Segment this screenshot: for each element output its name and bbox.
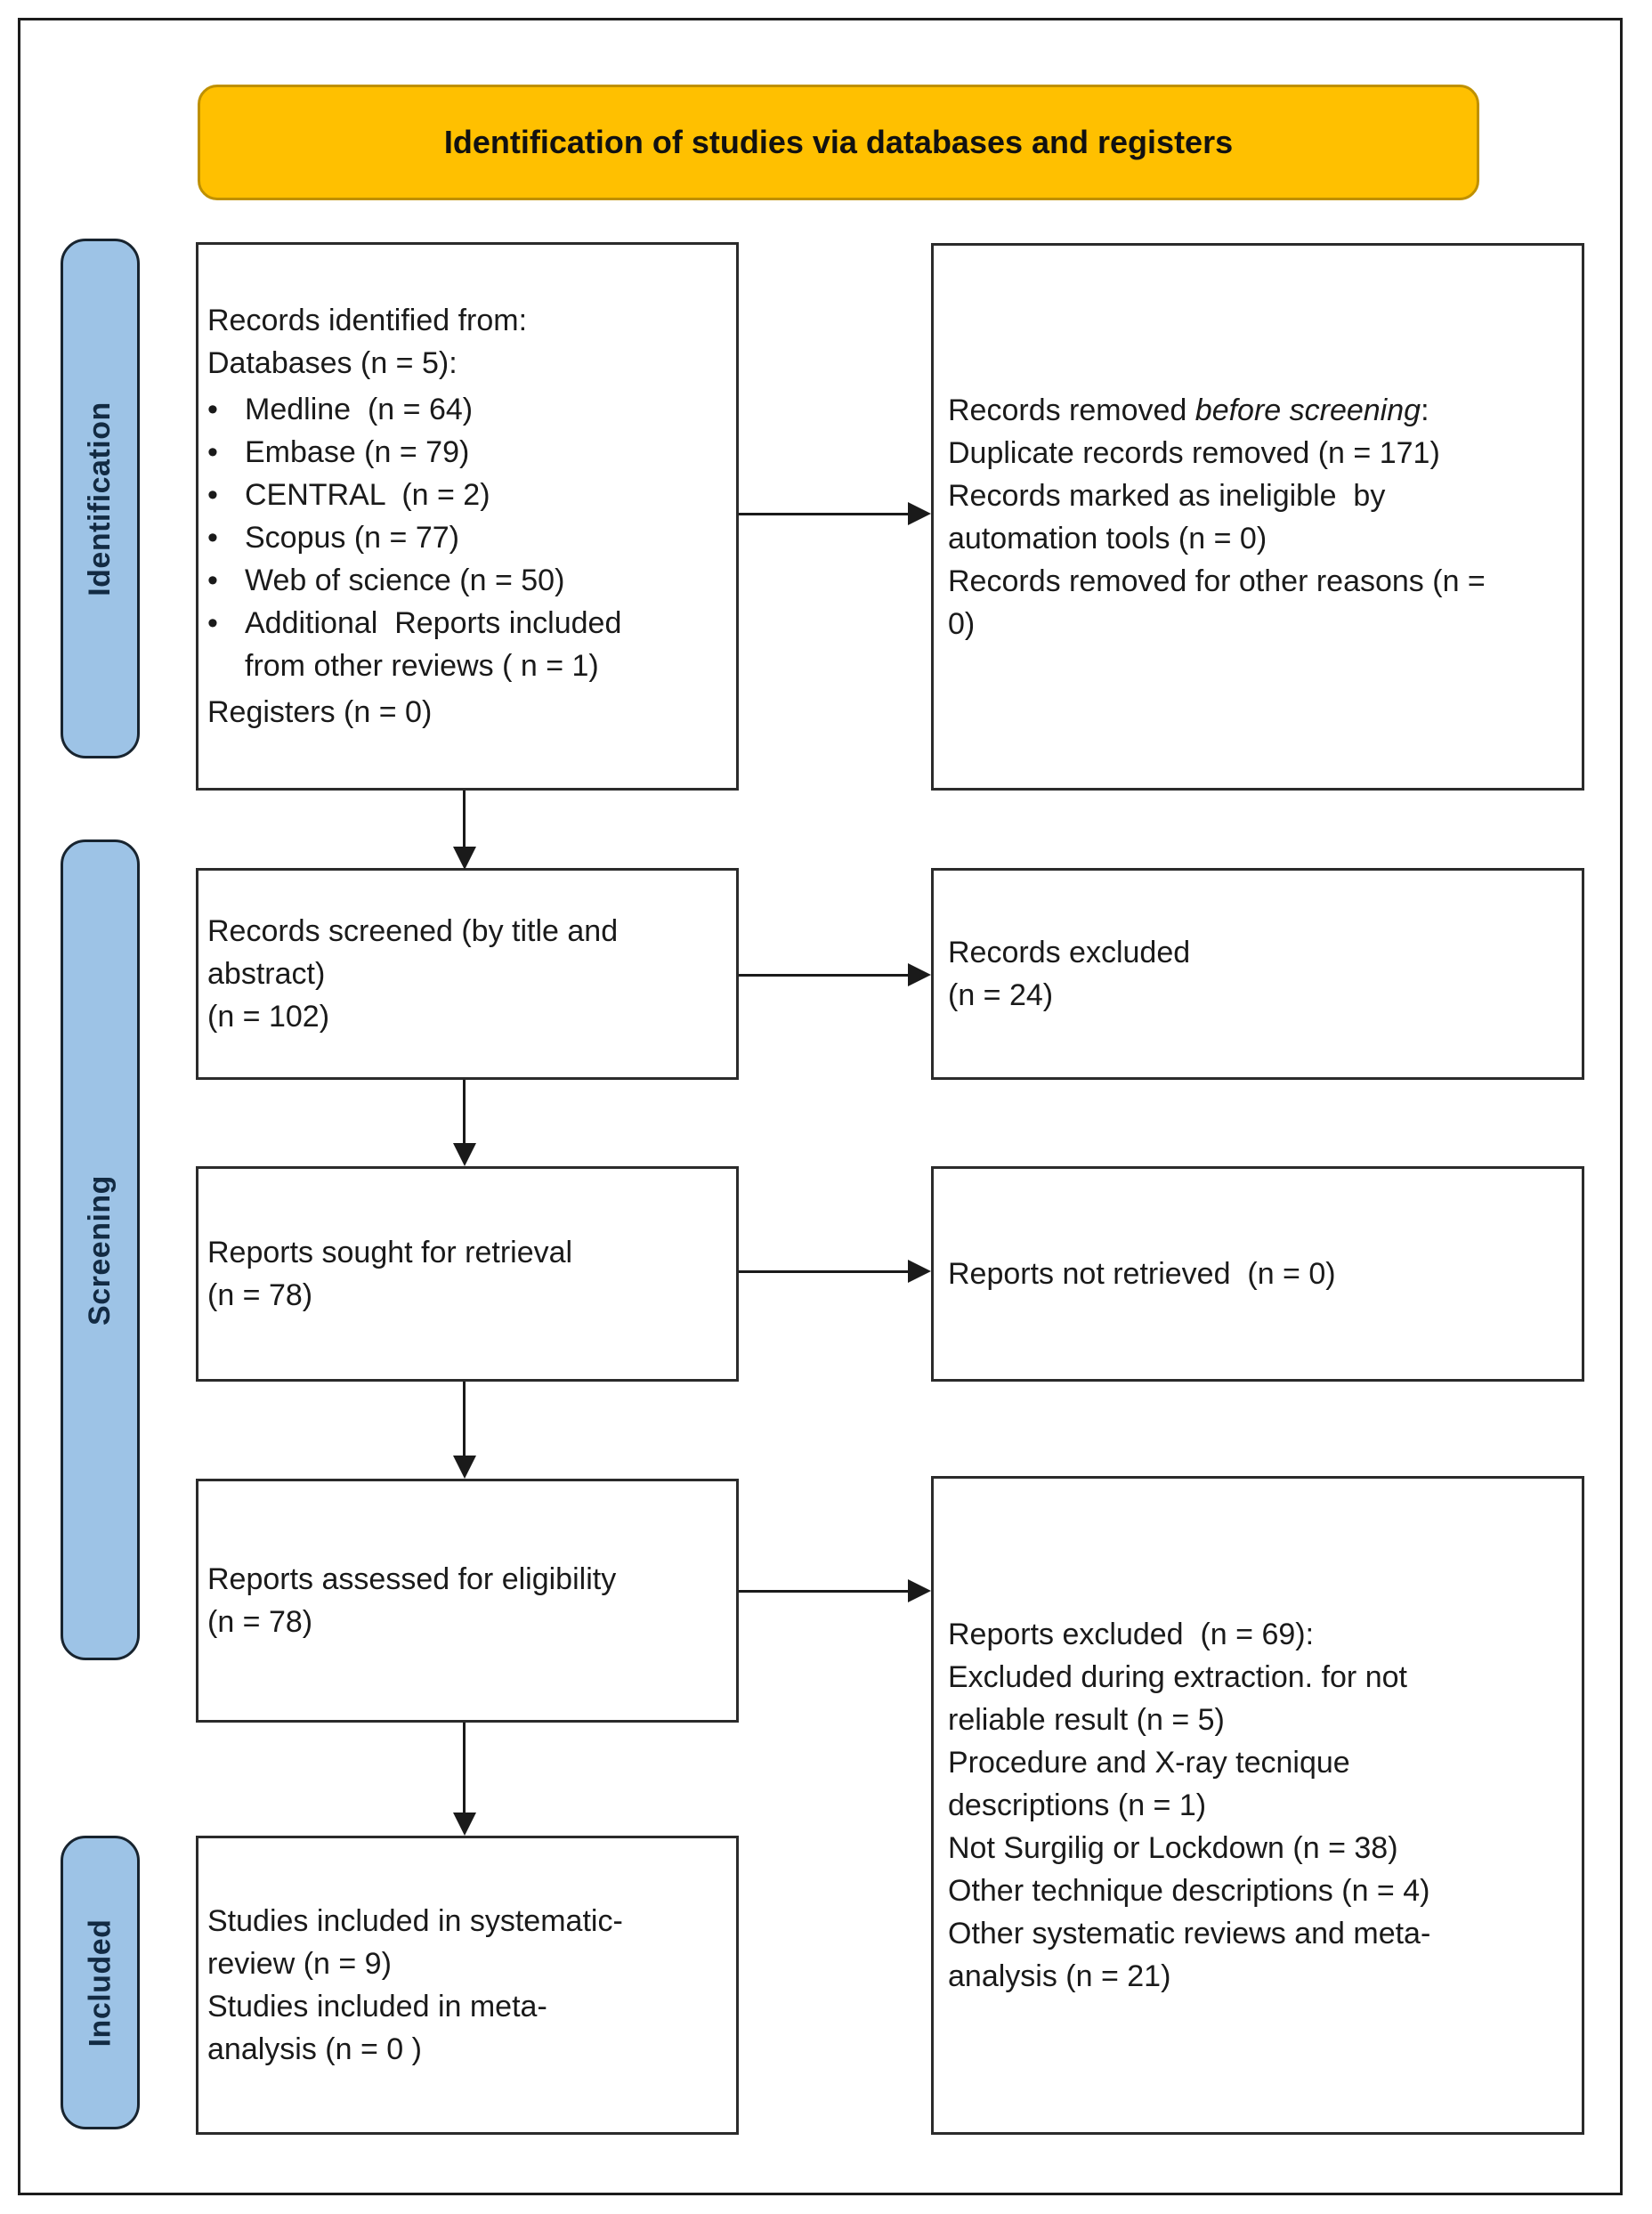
reports-sought-text: Reports sought for retrieval xyxy=(207,1236,573,1269)
stage-label-text: Included xyxy=(83,1918,117,2047)
reports-sought-count: (n = 78) xyxy=(207,1278,313,1312)
reports-assessed-text: Reports assessed for eligibility xyxy=(207,1562,617,1596)
records-removed-lead-italic: before screening xyxy=(1194,393,1421,427)
box-records-identified: Records identified from: Databases (n = … xyxy=(196,242,739,791)
ineligible-automation-text: Records marked as ineligible by automati… xyxy=(948,478,1394,556)
list-item-text: Embase (n = 79) xyxy=(245,435,470,469)
records-excluded-text: Records excluded xyxy=(948,936,1191,969)
list-item: • Additional Reports included from other… xyxy=(207,602,647,687)
box-records-excluded: Records excluded (n = 24) xyxy=(931,868,1584,1080)
diagram-title: Identification of studies via databases … xyxy=(443,124,1234,160)
arrow-right-identification xyxy=(739,513,910,515)
arrow-down-to-screened xyxy=(463,791,466,847)
list-item-text: Medline (n = 64) xyxy=(245,393,474,426)
list-item: • Scopus (n = 77) xyxy=(207,516,647,559)
box-reports-excluded: Reports excluded (n = 69): Excluded duri… xyxy=(931,1476,1584,2135)
page-border xyxy=(18,18,1623,2195)
list-item-text: Additional Reports included from other r… xyxy=(245,606,630,683)
removed-other-reasons-text: Records removed for other reasons (n = 0… xyxy=(948,564,1494,641)
bullet-icon: • xyxy=(207,393,218,426)
arrow-down-to-sought xyxy=(463,1080,466,1143)
excluded-extraction-text: Excluded during extraction. for not reli… xyxy=(948,1660,1416,1737)
stage-label-screening: Screening xyxy=(61,839,140,1660)
studies-included-sr-text: Studies included in systematic-review (n… xyxy=(207,1904,623,1981)
arrow-right-assessed xyxy=(739,1590,910,1593)
arrowhead-right-icon xyxy=(908,1260,931,1283)
box-reports-assessed: Reports assessed for eligibility (n = 78… xyxy=(196,1479,739,1723)
list-item: • Web of science (n = 50) xyxy=(207,559,647,602)
stage-label-text: Identification xyxy=(83,401,117,596)
reports-not-retrieved-text: Reports not retrieved (n = 0) xyxy=(948,1257,1336,1291)
reports-assessed-count: (n = 78) xyxy=(207,1605,313,1639)
list-item-text: Scopus (n = 77) xyxy=(245,521,459,555)
other-reviews-text: Other systematic reviews and meta-analys… xyxy=(948,1917,1431,1993)
bullet-icon: • xyxy=(207,435,218,469)
arrowhead-down-icon xyxy=(453,847,476,870)
list-item: • CENTRAL (n = 2) xyxy=(207,474,647,516)
arrow-right-sought xyxy=(739,1270,910,1273)
box-records-screened: Records screened (by title and abstract)… xyxy=(196,868,739,1080)
stage-label-included: Included xyxy=(61,1836,140,2129)
list-item-text: Web of science (n = 50) xyxy=(245,564,565,597)
arrow-right-screened xyxy=(739,974,910,977)
other-technique-text: Other technique descriptions (n = 4) xyxy=(948,1874,1430,1908)
arrowhead-right-icon xyxy=(908,1579,931,1602)
list-item: • Embase (n = 79) xyxy=(207,431,647,474)
procedure-xray-text: Procedure and X-ray tecnique description… xyxy=(948,1746,1359,1822)
list-item: • Medline (n = 64) xyxy=(207,388,647,431)
box-records-removed: Records removed before screening: Duplic… xyxy=(931,243,1584,791)
records-screened-text: Records screened (by title and abstract) xyxy=(207,914,627,991)
studies-included-ma-text: Studies included in meta-analysis (n = 0… xyxy=(207,1990,547,2066)
stage-label-text: Screening xyxy=(83,1174,117,1326)
records-removed-lead-tail: : xyxy=(1421,393,1429,427)
records-identified-subheading: Databases (n = 5): xyxy=(207,346,458,380)
records-removed-lead: Records removed xyxy=(948,393,1195,427)
title-banner: Identification of studies via databases … xyxy=(198,85,1479,200)
arrowhead-down-icon xyxy=(453,1143,476,1166)
duplicates-removed-text: Duplicate records removed (n = 171) xyxy=(948,435,1440,470)
box-reports-not-retrieved: Reports not retrieved (n = 0) xyxy=(931,1166,1584,1382)
not-surgilig-text: Not Surgilig or Lockdown (n = 38) xyxy=(948,1831,1398,1865)
arrowhead-down-icon xyxy=(453,1456,476,1479)
bullet-icon: • xyxy=(207,564,218,597)
reports-excluded-heading: Reports excluded (n = 69): xyxy=(948,1618,1315,1651)
records-excluded-count: (n = 24) xyxy=(948,978,1054,1012)
arrow-down-to-included xyxy=(463,1723,466,1813)
registers-line: Registers (n = 0) xyxy=(207,695,433,729)
arrowhead-down-icon xyxy=(453,1813,476,1836)
list-item-text: CENTRAL (n = 2) xyxy=(245,478,490,512)
bullet-icon: • xyxy=(207,521,218,555)
bullet-icon: • xyxy=(207,606,218,640)
box-studies-included: Studies included in systematic-review (n… xyxy=(196,1836,739,2135)
box-reports-sought: Reports sought for retrieval (n = 78) xyxy=(196,1166,739,1382)
records-identified-heading: Records identified from: xyxy=(207,304,528,337)
records-screened-count: (n = 102) xyxy=(207,1000,330,1034)
databases-list: • Medline (n = 64) • Embase (n = 79) • C… xyxy=(207,388,647,687)
records-removed-heading: Records removed before screening: xyxy=(948,389,1502,432)
bullet-icon: • xyxy=(207,478,218,512)
arrow-down-to-assessed xyxy=(463,1382,466,1456)
arrowhead-right-icon xyxy=(908,963,931,986)
stage-label-identification: Identification xyxy=(61,239,140,758)
arrowhead-right-icon xyxy=(908,502,931,525)
